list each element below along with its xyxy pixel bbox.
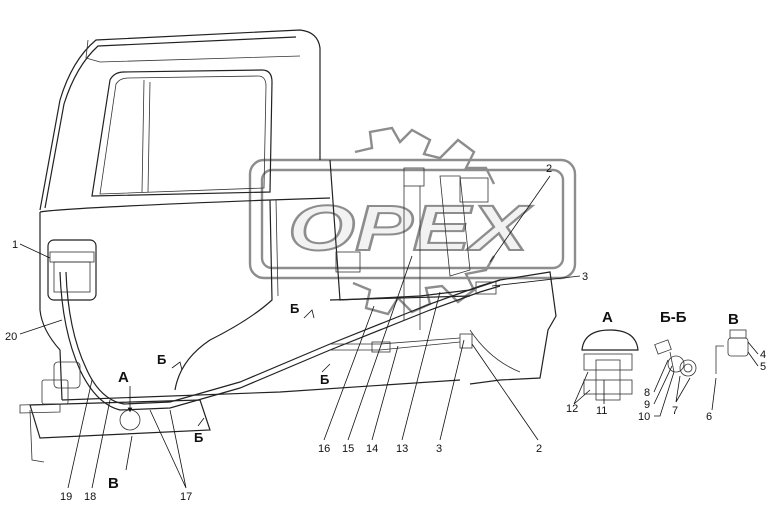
watermark-frame-inner (260, 168, 565, 270)
detail-view-b: В 4 5 6 (706, 311, 766, 423)
section-marker-b-mid: Б (320, 372, 329, 387)
cab-outline (19, 29, 557, 463)
callout-19: 19 (60, 491, 72, 503)
callout-16: 16 (318, 443, 330, 455)
callout-14: 14 (366, 443, 378, 455)
callout-13: 13 (396, 443, 408, 455)
detail-view-bb: Б-Б 8 9 10 7 (638, 309, 697, 423)
callout-17: 17 (180, 491, 192, 503)
watermark-frame-outer (248, 158, 577, 280)
view-marker-a: А (118, 369, 129, 386)
washer-reservoir (47, 239, 97, 301)
hose-routing (41, 271, 501, 431)
cab-interior-fragments (335, 167, 489, 330)
side-window (91, 69, 273, 197)
callout-7: 7 (672, 405, 678, 417)
callout-12: 12 (566, 403, 578, 415)
section-marker-b-upper: Б (290, 301, 299, 316)
section-markers: Б Б Б Б А В (108, 301, 331, 492)
callout-3-bottom: 3 (436, 443, 442, 455)
callout-3-right: 3 (582, 271, 588, 283)
detail-view-a: А 12 11 (566, 309, 639, 417)
detail-a-title: А (602, 309, 613, 326)
section-marker-b-left: Б (157, 352, 166, 367)
callout-1: 1 (12, 239, 18, 251)
detail-b-title: В (728, 311, 739, 328)
section-marker-b-low: Б (194, 430, 203, 445)
callout-2-bottom: 2 (536, 443, 542, 455)
callout-11: 11 (596, 405, 607, 417)
main-view-callouts: 1 20 2 3 2 3 13 14 15 16 17 18 19 (5, 163, 588, 503)
callout-8: 8 (644, 387, 650, 399)
callout-10: 10 (638, 411, 650, 423)
callout-5: 5 (760, 361, 766, 373)
callout-20: 20 (5, 331, 17, 343)
callout-6: 6 (706, 411, 712, 423)
callout-4: 4 (760, 349, 766, 361)
view-marker-b: В (108, 475, 119, 492)
callout-2-top: 2 (546, 163, 552, 175)
callout-9: 9 (644, 399, 650, 411)
footboard (29, 399, 211, 439)
callout-15: 15 (342, 443, 354, 455)
watermark-text: OPEX (288, 192, 532, 264)
detail-bb-title: Б-Б (660, 309, 687, 326)
watermark-gear (352, 126, 496, 316)
callout-18: 18 (84, 491, 96, 503)
watermark: OPEX (248, 126, 577, 316)
